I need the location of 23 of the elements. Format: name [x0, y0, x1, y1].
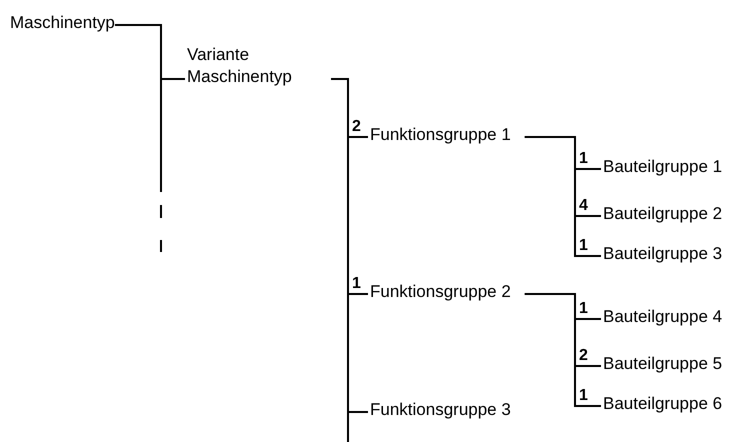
quantity-label: 1: [352, 275, 361, 293]
tree-item-label: Maschinentyp: [10, 12, 115, 34]
tree-item-label: Funktionsgruppe 3: [370, 399, 511, 421]
quantity-label: 1: [579, 387, 588, 405]
tree-connector: [331, 78, 368, 413]
tree-item-label: Bauteilgruppe 3: [603, 243, 722, 265]
quantity-label: 1: [579, 300, 588, 318]
quantity-label: 4: [579, 197, 588, 215]
quantity-label: 1: [579, 237, 588, 255]
quantity-label: 1: [579, 150, 588, 168]
tree-item-label: Bauteilgruppe 5: [603, 353, 722, 375]
tree-connector: [114, 24, 185, 80]
tree-item-label: Funktionsgruppe 1: [370, 124, 511, 146]
tree-connector: [524, 136, 601, 257]
tree-item-label: Bauteilgruppe 1: [603, 156, 722, 178]
tree-connector: [524, 293, 601, 407]
tree-item-label: Bauteilgruppe 6: [603, 393, 722, 415]
quantity-label: 2: [579, 347, 588, 365]
tree-item-label: Bauteilgruppe 2: [603, 203, 722, 225]
tree-item-label: Funktionsgruppe 2: [370, 281, 511, 303]
tree-item-label: Bauteilgruppe 4: [603, 306, 722, 328]
tree-item-label: Variante Maschinentyp: [187, 44, 317, 88]
quantity-label: 2: [352, 118, 361, 136]
